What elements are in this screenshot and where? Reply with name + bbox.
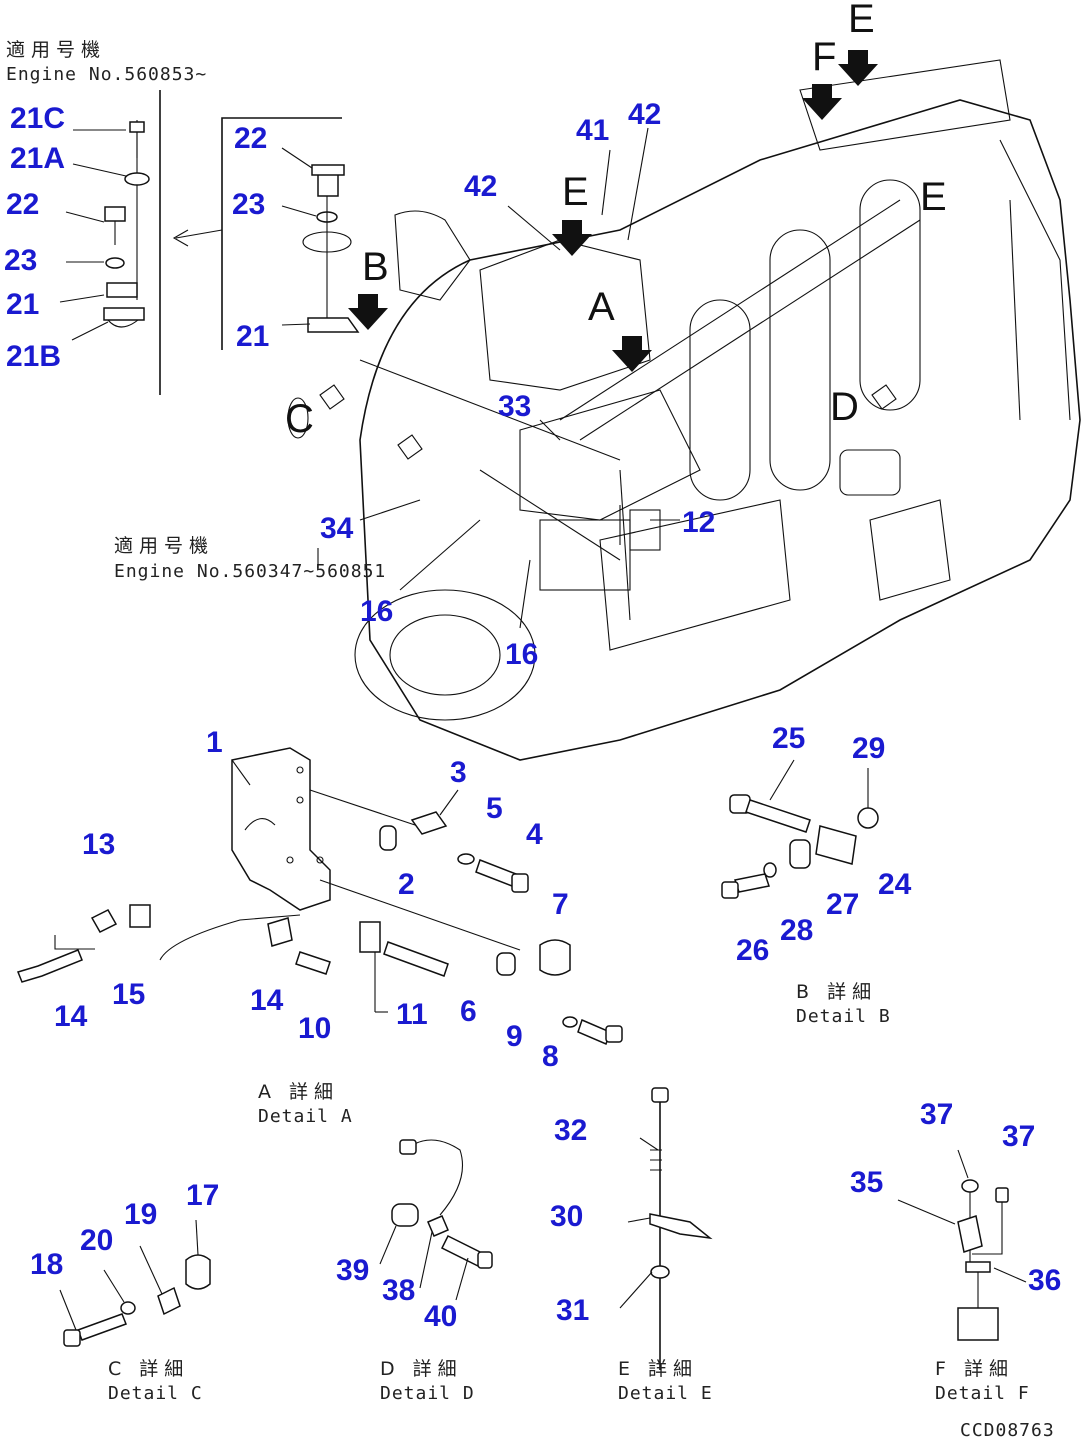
view-marker-e: E: [562, 170, 589, 214]
callout-1: 1: [206, 726, 223, 759]
callout-34: 34: [320, 512, 354, 545]
detail-c-parts: [63, 1254, 211, 1347]
inset-pointer-arrow: [172, 229, 189, 247]
callout-7: 7: [552, 888, 569, 921]
callout-2: 2: [398, 868, 415, 901]
callout-37-b: 37: [1002, 1120, 1035, 1153]
callout-28: 28: [780, 914, 813, 947]
view-arrows: [348, 50, 878, 372]
serial-note-2-jp: 適用号機: [114, 535, 214, 557]
detail-f-jp: F 詳細: [935, 1358, 1014, 1380]
callout-18: 18: [30, 1248, 63, 1281]
callout-22-b: 22: [234, 122, 267, 155]
callout-3: 3: [450, 756, 467, 789]
drawing-code: CCD08763: [960, 1420, 1055, 1441]
callout-21: 21: [6, 288, 39, 321]
callout-5: 5: [486, 792, 503, 825]
callout-38: 38: [382, 1274, 415, 1307]
inset-center-parts: [281, 147, 360, 333]
view-marker-e-top: E: [848, 0, 875, 41]
callout-labels: 21C 21A 22 23 21 21B 22 23 21 41 42 42 3…: [4, 98, 1061, 1333]
view-marker-a: A: [588, 285, 615, 329]
detail-a-parts: [16, 747, 623, 1046]
callout-41: 41: [576, 114, 609, 147]
serial-note-1-en: Engine No.560853~: [6, 64, 207, 85]
callout-40: 40: [424, 1300, 457, 1333]
callout-25: 25: [772, 722, 805, 755]
detail-b-parts: [721, 794, 879, 899]
detail-d-jp: D 詳細: [380, 1358, 463, 1380]
inset-center-bracket: [221, 117, 342, 350]
inset-left-parts: [59, 120, 150, 341]
callout-9: 9: [506, 1020, 523, 1053]
detail-b-jp: B 詳細: [796, 981, 877, 1003]
callout-16: 16: [360, 595, 393, 628]
callout-35: 35: [850, 1166, 883, 1199]
callout-14: 14: [54, 1000, 88, 1033]
detail-c-en: Detail C: [108, 1383, 203, 1404]
callout-8: 8: [542, 1040, 559, 1073]
callout-39: 39: [336, 1254, 369, 1287]
view-marker-d: D: [830, 385, 859, 429]
callout-11: 11: [396, 998, 428, 1031]
callout-27: 27: [826, 888, 859, 921]
detail-a-jp: A 詳細: [258, 1081, 339, 1103]
callout-20: 20: [80, 1224, 113, 1257]
detail-b-en: Detail B: [796, 1006, 891, 1027]
callout-12: 12: [682, 506, 715, 539]
callout-19: 19: [124, 1198, 157, 1231]
detail-e-jp: E 詳細: [618, 1358, 698, 1380]
callout-21a: 21A: [10, 142, 65, 175]
callout-31: 31: [556, 1294, 589, 1327]
serial-note-2-en: Engine No.560347~560851: [114, 561, 386, 582]
callout-29: 29: [852, 732, 885, 765]
callout-42: 42: [628, 98, 661, 131]
view-marker-f: F: [812, 35, 836, 79]
detail-c-jp: C 詳細: [108, 1358, 189, 1380]
detail-f-parts: [957, 1179, 1009, 1341]
detail-e-en: Detail E: [618, 1383, 713, 1404]
callout-10: 10: [298, 1012, 331, 1045]
callout-30: 30: [550, 1200, 583, 1233]
detail-d-parts: [391, 1139, 493, 1269]
engine-assembly: [287, 59, 1081, 761]
callout-24: 24: [878, 868, 912, 901]
callout-17: 17: [186, 1179, 219, 1212]
callout-32: 32: [554, 1114, 587, 1147]
callout-26: 26: [736, 934, 769, 967]
detail-a-en: Detail A: [258, 1106, 353, 1127]
view-marker-e-right: E: [920, 175, 947, 219]
callout-21b: 21B: [6, 340, 61, 373]
callout-16-b: 16: [505, 638, 538, 671]
callout-14-b: 14: [250, 984, 284, 1017]
callout-15: 15: [112, 978, 145, 1011]
callout-22: 22: [6, 188, 39, 221]
detail-d-en: Detail D: [380, 1383, 475, 1404]
detail-leader-lines: [59, 1137, 1027, 1331]
callout-13: 13: [82, 828, 115, 861]
inset-pointer-line: [175, 229, 223, 239]
view-marker-b: B: [362, 245, 389, 289]
callout-23-b: 23: [232, 188, 265, 221]
detail-f-en: Detail F: [935, 1383, 1030, 1404]
callout-33: 33: [498, 390, 531, 423]
callout-42-b: 42: [464, 170, 497, 203]
view-marker-c: C: [285, 397, 314, 441]
callout-23: 23: [4, 244, 37, 277]
callout-21-b: 21: [236, 320, 269, 353]
detail-e-parts: [649, 1087, 713, 1370]
leader-lines: [231, 127, 869, 816]
callout-6: 6: [460, 995, 477, 1028]
callout-4: 4: [526, 818, 543, 851]
callout-21c: 21C: [10, 102, 65, 135]
callout-36: 36: [1028, 1264, 1061, 1297]
callout-37: 37: [920, 1098, 953, 1131]
serial-note-1-jp: 適用号機: [6, 39, 106, 61]
